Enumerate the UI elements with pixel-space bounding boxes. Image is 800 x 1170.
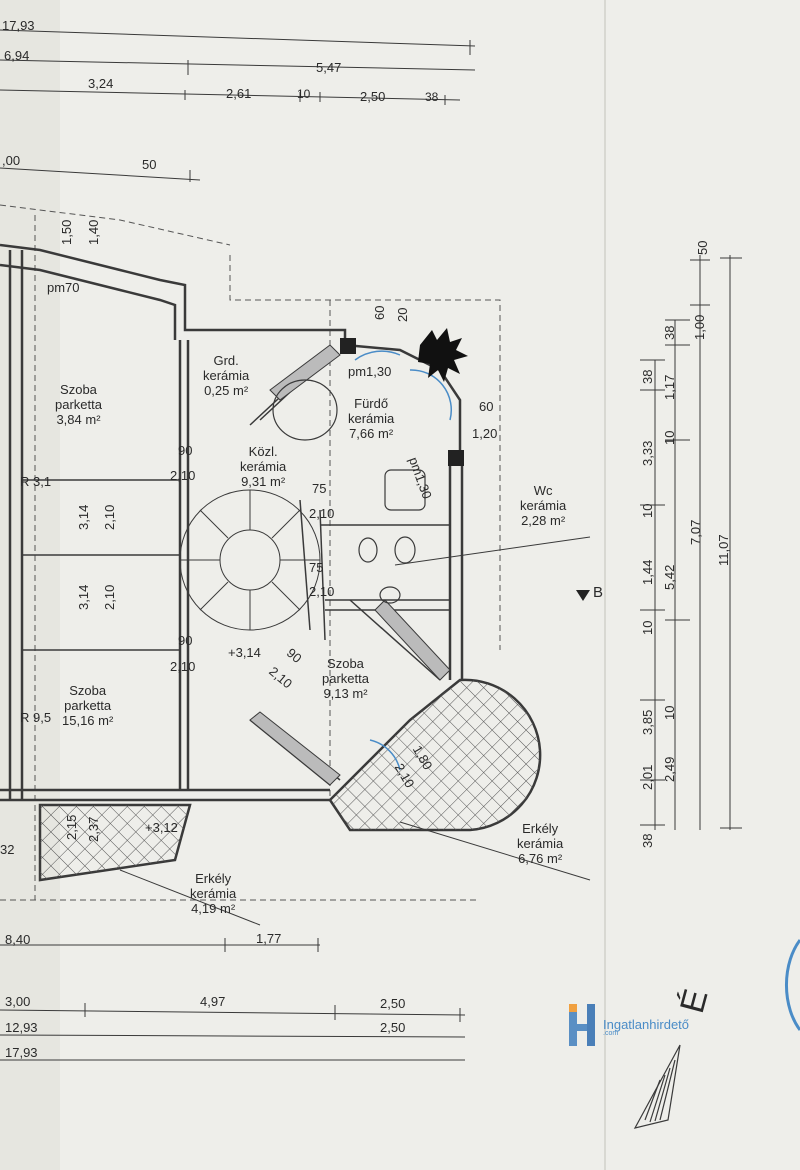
label-60-a: 60 bbox=[372, 305, 387, 320]
section-label-b: B bbox=[593, 584, 604, 601]
label-60-b: 60 bbox=[479, 399, 494, 414]
label-210-c: 2,10 bbox=[309, 506, 335, 521]
dim-bottom-b1a: 8,40 bbox=[5, 932, 31, 947]
rdim-c3-0: 38 bbox=[662, 325, 677, 340]
label-210-a: 2,10 bbox=[170, 468, 196, 483]
label-314-a: 3,14 bbox=[76, 504, 91, 530]
label-75-a: 75 bbox=[312, 481, 327, 496]
dim-bottom-b2c: 2,50 bbox=[380, 996, 406, 1011]
rdim-c1-5: 3,85 bbox=[640, 709, 655, 735]
label-plus312: +3,12 bbox=[145, 820, 178, 835]
door-swings bbox=[354, 350, 453, 771]
label-pm70: pm70 bbox=[47, 280, 80, 295]
dim-top-row5a: ,00 bbox=[2, 153, 21, 168]
dim-bottom-b3a: 12,93 bbox=[5, 1020, 38, 1035]
rdim-c2-0: 1,17 bbox=[662, 374, 677, 400]
rdim-c2-4: 2,49 bbox=[662, 756, 677, 782]
blue-stamp-edge bbox=[784, 939, 800, 1031]
dim-top-row5b: 50 bbox=[142, 157, 157, 172]
right-dimension-lines bbox=[640, 255, 742, 830]
dim-top-total: 17,93 bbox=[2, 18, 35, 33]
house-logo-icon bbox=[565, 1000, 601, 1048]
rdim-c1-7: 38 bbox=[640, 833, 655, 848]
label-pm130-a: pm1,30 bbox=[348, 364, 392, 379]
top-dimension-lines bbox=[0, 29, 476, 182]
sink bbox=[384, 469, 426, 511]
label-215: 2,15 bbox=[64, 814, 79, 840]
label-r31: R 3,1 bbox=[20, 474, 52, 489]
hatched-walls bbox=[249, 344, 451, 786]
bottom-dimension-lines bbox=[0, 938, 466, 1061]
label-120: 1,20 bbox=[472, 426, 498, 441]
dim-top-row4b: 10 bbox=[297, 87, 311, 101]
watermark-logo: Ingatlanhirdető .com bbox=[565, 1000, 689, 1048]
dim-bottom-b3b: 2,50 bbox=[380, 1020, 406, 1035]
label-314-b: 3,14 bbox=[76, 584, 91, 610]
rdim-c4-1: 11,07 bbox=[716, 534, 731, 566]
rdim-c4-0: 50 bbox=[695, 240, 710, 255]
rdim-c1-0: 38 bbox=[640, 369, 655, 384]
label-r95: R 9,5 bbox=[20, 710, 52, 725]
rdim-c1-3: 1,44 bbox=[640, 559, 655, 585]
ink-blot bbox=[418, 328, 468, 382]
label-210-e: 2,10 bbox=[102, 584, 117, 610]
rdim-c1-4: 10 bbox=[640, 620, 655, 635]
dim-bottom-b4: 17,93 bbox=[5, 1045, 38, 1060]
dim-bottom-b1b: 1,77 bbox=[256, 931, 282, 946]
watermark-sub: .com bbox=[603, 1030, 619, 1037]
north-arrow-icon bbox=[633, 1044, 681, 1129]
dim-top-row2: 6,94 bbox=[4, 48, 30, 63]
rdim-c3-1: 1,00 bbox=[692, 314, 707, 340]
balcony-left-hatch bbox=[40, 805, 190, 880]
label-90-b: 90 bbox=[178, 633, 193, 648]
dim-bottom-b2a: 3,00 bbox=[5, 994, 31, 1009]
balcony-right-hatch bbox=[330, 679, 541, 830]
label-20: 20 bbox=[395, 307, 410, 322]
leader-lines bbox=[119, 536, 591, 926]
spiral-staircase bbox=[179, 489, 321, 631]
label-150: 1,50 bbox=[59, 219, 74, 245]
rdim-c2-2: 5,42 bbox=[662, 564, 677, 590]
label-237: 2,37 bbox=[86, 816, 101, 842]
dim-top-row4d: 38 bbox=[425, 90, 439, 104]
rdim-c1-6: 2,01 bbox=[640, 764, 655, 790]
label-32: 32 bbox=[0, 842, 15, 857]
dim-bottom-b2b: 4,97 bbox=[200, 994, 226, 1009]
label-75-b: 75 bbox=[309, 560, 324, 575]
label-210-d: 2,10 bbox=[309, 584, 335, 599]
label-210-f: 2,10 bbox=[170, 659, 196, 674]
toilet bbox=[358, 536, 416, 604]
dim-top-row3b: 5,47 bbox=[316, 60, 342, 75]
rdim-c3-2: 7,07 bbox=[688, 519, 703, 545]
rdim-c1-1: 3,33 bbox=[640, 440, 655, 466]
bathtub bbox=[272, 379, 338, 441]
dim-top-row3a: 3,24 bbox=[88, 76, 114, 91]
dim-top-row4c: 2,50 bbox=[360, 89, 386, 104]
rdim-c1-2: 10 bbox=[640, 503, 655, 518]
columns bbox=[340, 338, 464, 466]
label-90-a: 90 bbox=[178, 443, 193, 458]
label-140: 1,40 bbox=[86, 219, 101, 245]
rdim-c2-1: 10 bbox=[662, 430, 677, 445]
rdim-c2-3: 10 bbox=[662, 705, 677, 720]
watermark-text: Ingatlanhirdető bbox=[603, 1016, 690, 1032]
dashed-outlines bbox=[0, 204, 501, 901]
label-210-b: 2,10 bbox=[102, 504, 117, 530]
section-marker-arrow bbox=[576, 590, 590, 601]
dim-top-row4a: 2,61 bbox=[226, 86, 252, 101]
label-plus314: +3,14 bbox=[228, 645, 261, 660]
